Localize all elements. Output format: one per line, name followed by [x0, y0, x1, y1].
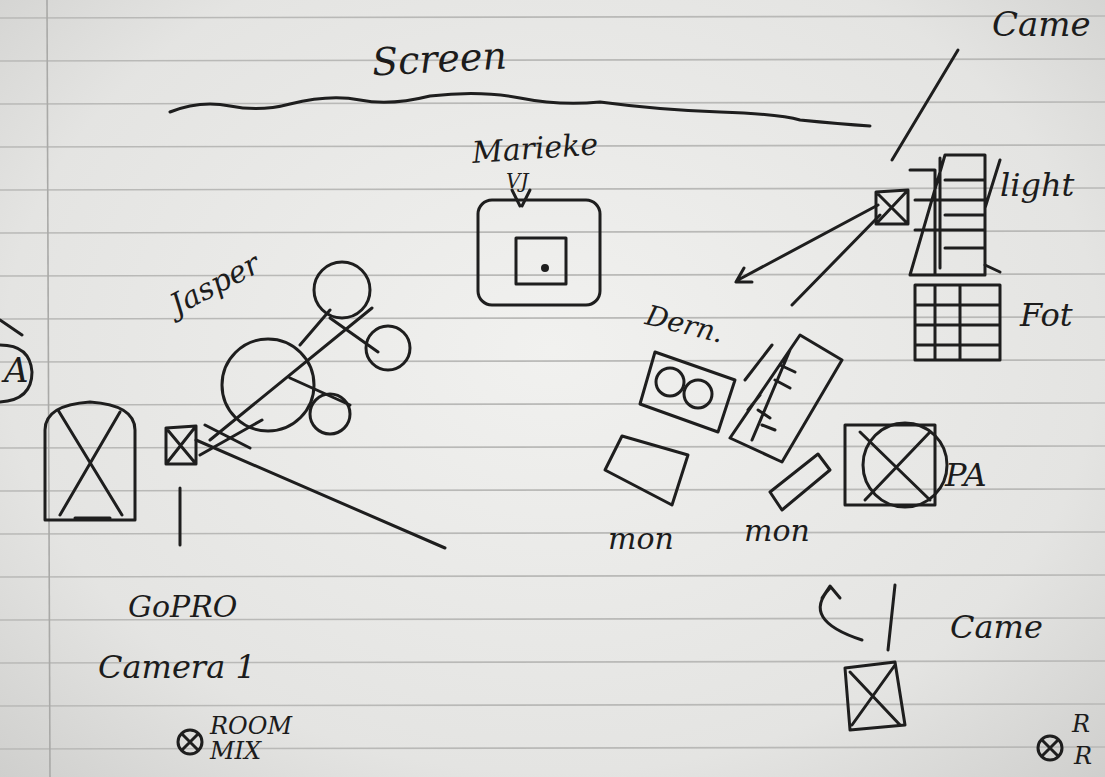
camera-view	[196, 420, 445, 548]
node-label: PA	[945, 458, 987, 493]
room-mix-symbol	[178, 730, 202, 754]
keys	[730, 335, 842, 462]
node-label: light	[1000, 168, 1074, 203]
room-mix-label: R	[1072, 712, 1090, 737]
gopro-camera: GoPRO Camera 1	[95, 425, 295, 705]
node-label: Camera 1	[98, 650, 256, 685]
keyboard-setup: Dern.	[640, 300, 840, 460]
leader-line	[892, 50, 958, 160]
drum-kit: Jasper	[165, 240, 415, 440]
monitor-wedge	[770, 454, 830, 510]
drum-rack	[210, 308, 378, 440]
pa-cross	[860, 432, 930, 500]
node-label: VJ	[506, 170, 528, 192]
dot	[543, 266, 548, 271]
node-label: Dern.	[642, 300, 726, 349]
pa-circle	[863, 423, 947, 507]
node-label: A	[4, 352, 29, 389]
node-label: Came	[992, 6, 1091, 43]
pa-box	[845, 425, 935, 505]
node-label: Came	[950, 610, 1043, 645]
monitor-wedge	[605, 436, 688, 505]
node-label: Fot	[1020, 298, 1073, 333]
knob	[656, 368, 684, 396]
vj-table	[478, 200, 600, 305]
camera-box	[845, 662, 905, 730]
node-label: Jasper	[164, 247, 265, 321]
room-mix-label: R	[1074, 744, 1092, 769]
pa-speaker: PA	[845, 420, 995, 510]
light-rack	[910, 155, 1000, 275]
arrow-mark	[512, 190, 530, 206]
node-label: mon	[608, 522, 674, 555]
pa-circle	[0, 345, 32, 402]
knob	[684, 380, 712, 408]
drum	[314, 262, 370, 318]
screen-line	[170, 93, 870, 126]
light-rack: light	[910, 150, 1070, 280]
speaker-box	[45, 402, 135, 520]
gopro-box	[166, 426, 196, 464]
camera-box: Came	[876, 6, 1096, 226]
camera-view	[736, 205, 880, 305]
room-mix-symbol	[1038, 736, 1062, 760]
monitor-wedge: mon	[740, 454, 835, 554]
margin-line	[47, 0, 50, 777]
vj-screen	[516, 238, 566, 284]
node-label: mon	[744, 514, 810, 547]
monitor-wedge: mon	[600, 436, 700, 566]
node-label: GoPRO	[128, 590, 237, 623]
camera-box	[876, 190, 908, 224]
speaker-symbol: A	[0, 345, 34, 403]
fot-rack: Fot	[915, 280, 1075, 365]
ruled-lines	[0, 16, 1105, 749]
camera-view	[820, 585, 895, 650]
node-label: Marieke	[471, 127, 599, 169]
vj-table: MariekeVJ	[470, 138, 605, 308]
cross	[1042, 740, 1058, 756]
fot-rack	[915, 265, 1000, 360]
leader-line	[179, 488, 182, 545]
pa-mark	[0, 320, 22, 335]
camera-box: Came	[845, 605, 1055, 730]
keyboard	[640, 352, 735, 432]
room-mix-label: ROOM MIX	[210, 714, 300, 764]
cross	[182, 734, 198, 750]
drum	[310, 394, 350, 434]
screen-label: Screen	[371, 36, 508, 83]
